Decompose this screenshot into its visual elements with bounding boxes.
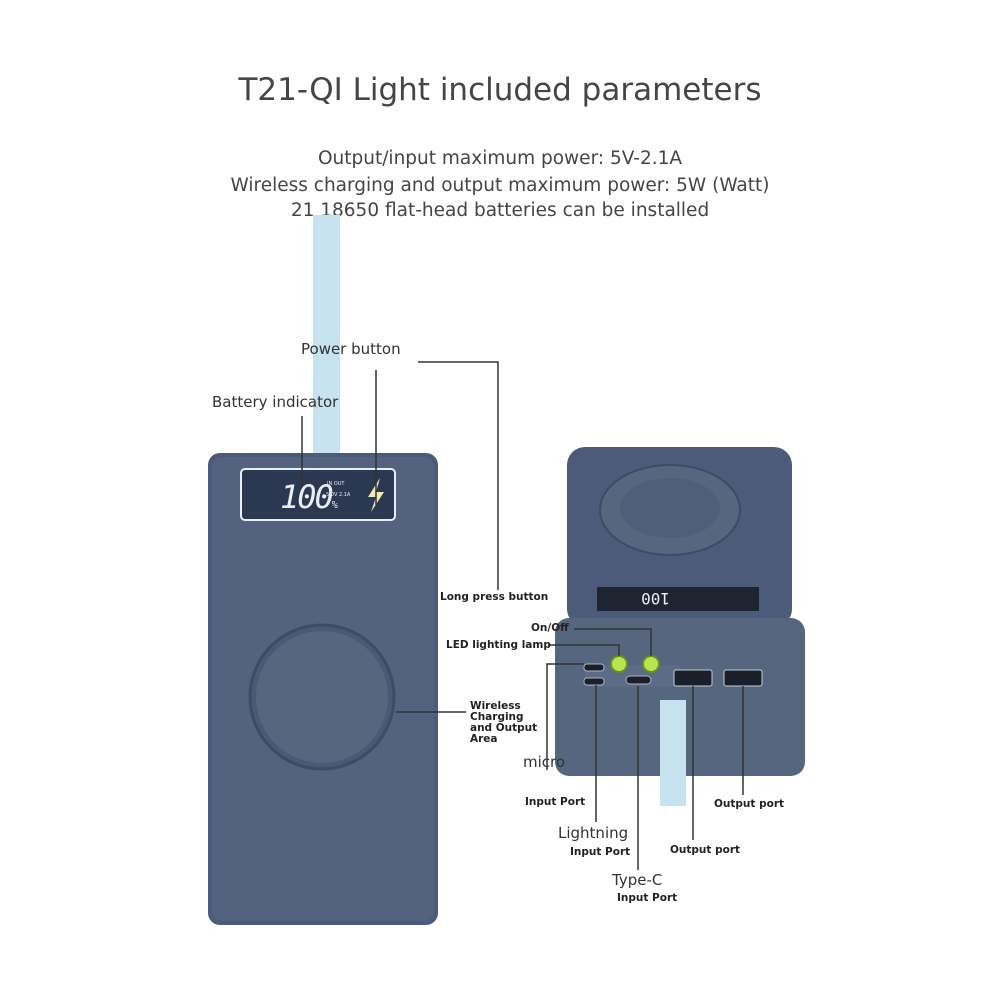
label-long-press: Long press button	[440, 591, 549, 603]
spec-line: Wireless charging and output maximum pow…	[230, 175, 770, 196]
label-micro-sub: Input Port	[525, 796, 586, 808]
label-micro: micro	[523, 753, 566, 771]
label-on-off: On/Off	[531, 622, 569, 634]
usb-output-1	[673, 669, 713, 687]
lanyard-right	[660, 700, 686, 806]
page-title: T21-QI Light included parameters	[238, 72, 762, 108]
lanyard-left	[313, 215, 340, 460]
label-power-button: Power button	[301, 340, 401, 358]
on-off-button	[642, 655, 660, 673]
label-battery-indicator: Battery indicator	[212, 393, 339, 411]
label-typec-sub: Input Port	[617, 892, 678, 904]
micro-port	[583, 663, 605, 672]
label-lightning: Lightning	[558, 824, 629, 842]
typec-port	[625, 675, 652, 685]
usb-output-2	[723, 669, 763, 687]
leader-lines	[301, 361, 744, 870]
label-lightning-sub: Input Port	[570, 846, 631, 858]
svg-text:100: 100	[641, 589, 670, 608]
label-led-lamp: LED lighting lamp	[446, 639, 551, 651]
display-io: IN OUT	[327, 481, 345, 487]
spec-line: Output/input maximum power: 5V-2.1A	[317, 148, 683, 169]
led-lamp	[610, 655, 628, 673]
lcd-display	[240, 468, 396, 521]
label-output-2: Output port	[670, 844, 741, 856]
label-output-1: Output port	[714, 798, 785, 810]
spec-line: 21 18650 flat-head batteries can be inst…	[290, 200, 710, 221]
lightning-port	[583, 677, 605, 686]
display-rating: 5.0V 2.1A	[326, 492, 351, 498]
battery-percent: 100%	[280, 478, 338, 516]
label-typec: Type-C	[612, 871, 663, 889]
lcd-display-rear	[597, 587, 759, 611]
